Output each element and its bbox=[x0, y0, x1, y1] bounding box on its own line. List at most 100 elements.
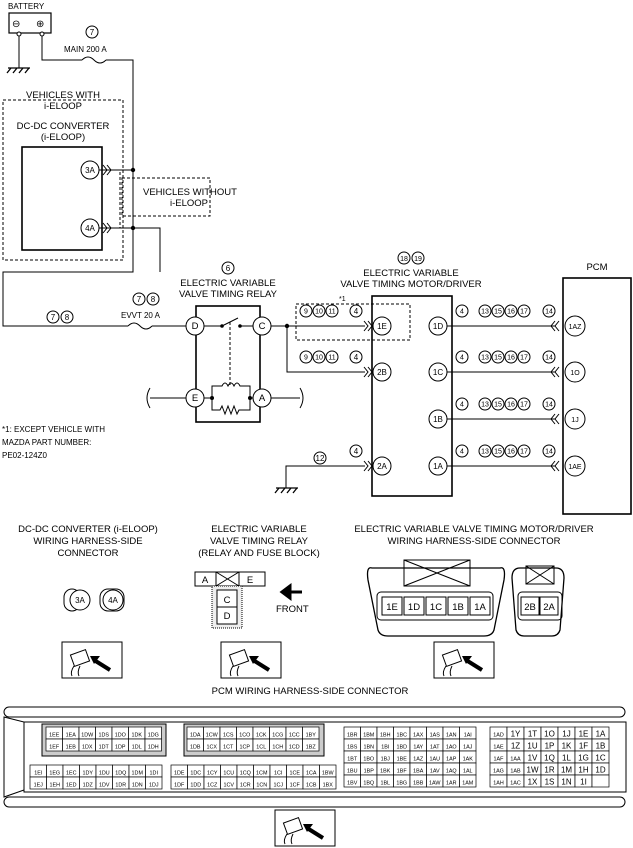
evvt-fuse-label: EVVT 20 A bbox=[121, 311, 161, 320]
pcm-pin-1AG: 1AG bbox=[493, 769, 504, 775]
pcm-pin-1C: 1C bbox=[595, 754, 605, 763]
svg-text:13: 13 bbox=[481, 449, 489, 456]
dcdc-title-line1: DC-DC CONVERTER bbox=[17, 121, 110, 132]
wire-ref-14: 14 bbox=[542, 444, 556, 458]
plug-icon bbox=[220, 641, 282, 679]
pcm-pin-1EB: 1EB bbox=[66, 745, 77, 751]
pcm-box bbox=[562, 277, 632, 515]
pcm-pin-1DR: 1DR bbox=[115, 783, 126, 789]
pcm-pin-1EF: 1EF bbox=[49, 745, 60, 751]
pcm-pin-1DT: 1DT bbox=[99, 745, 110, 751]
pcm-pin-1AZ: 1AZ bbox=[413, 757, 424, 763]
pcm-pin-1BB: 1BB bbox=[413, 781, 424, 787]
pcm-pin-1CF: 1CF bbox=[290, 783, 301, 789]
pcm-pin-1BG: 1BG bbox=[396, 781, 407, 787]
svg-text:10: 10 bbox=[315, 355, 323, 362]
wire-ref-13: 13 bbox=[478, 444, 492, 458]
left-ref-8: 8 bbox=[65, 313, 70, 322]
battery-plus: ⊕ bbox=[36, 19, 44, 30]
pcm-connector-mark bbox=[550, 413, 560, 425]
pcm-pin-1AL: 1AL bbox=[463, 769, 473, 775]
svg-text:2A: 2A bbox=[377, 462, 387, 471]
pcm-pin-1EG: 1EG bbox=[49, 771, 60, 777]
wire-ref-16: 16 bbox=[504, 397, 518, 411]
svg-text:16: 16 bbox=[507, 309, 515, 316]
pcm-pin-1BL: 1BL bbox=[380, 781, 390, 787]
pcm-pin-1AE: 1AE bbox=[493, 745, 504, 751]
svg-text:1E: 1E bbox=[377, 322, 387, 331]
pcm-pin-1CY: 1CY bbox=[207, 771, 218, 777]
pcm-pin-1BS: 1BS bbox=[347, 745, 358, 751]
relay-conn-cell-a: A bbox=[202, 575, 209, 586]
pcm-pin-1J: 1J bbox=[562, 730, 570, 739]
pcm-pin-1DB: 1DB bbox=[190, 745, 201, 751]
motor-conn-pin-box bbox=[539, 596, 559, 616]
pcm-pin-1DK: 1DK bbox=[132, 733, 143, 739]
dcdc-conn-pin-3a: 3A bbox=[75, 596, 85, 605]
pcm-pin-1CI: 1CI bbox=[274, 771, 282, 777]
pcm-pin-1CQ: 1CQ bbox=[240, 771, 251, 777]
svg-text:A: A bbox=[259, 393, 266, 404]
pcm-pin-1ED: 1ED bbox=[66, 783, 77, 789]
motor-title-line2: VALVE TIMING MOTOR/DRIVER bbox=[340, 279, 481, 290]
pcm-pin-1DF: 1DF bbox=[174, 783, 185, 789]
svg-text:9: 9 bbox=[304, 309, 308, 316]
relay-conn-cell-c: C bbox=[224, 595, 231, 606]
pcm-pin-1CC: 1CC bbox=[289, 733, 300, 739]
wire-ref-15: 15 bbox=[491, 444, 505, 458]
pcm-pin-1EE: 1EE bbox=[49, 733, 60, 739]
pcm-pin-1AT: 1AT bbox=[430, 745, 440, 751]
svg-text:16: 16 bbox=[507, 402, 515, 409]
pcm-pin-1BH: 1BH bbox=[380, 733, 391, 739]
ref-4-2a: 4 bbox=[354, 447, 359, 456]
motor-conn-pin-2B: 2B bbox=[524, 602, 536, 613]
relay-conn-title-3: (RELAY AND FUSE BLOCK) bbox=[198, 548, 320, 559]
pcm-pin-1BR: 1BR bbox=[347, 733, 358, 739]
pcm-pin-1BY: 1BY bbox=[306, 733, 317, 739]
pcm-pin-1B: 1B bbox=[596, 742, 606, 751]
pcm-pin-1F: 1F bbox=[579, 742, 588, 751]
pcm-pin-1AI: 1AI bbox=[464, 733, 472, 739]
motor-conn-pin-box bbox=[381, 596, 403, 616]
pcm-pin-1DA: 1DA bbox=[190, 733, 201, 739]
relay-pin-d: D bbox=[185, 316, 205, 336]
battery: BATTERY ⊖ ⊕ bbox=[6, 2, 52, 74]
pcm-pin-1CV: 1CV bbox=[224, 783, 235, 789]
pcm-pin-1CB: 1CB bbox=[306, 783, 317, 789]
pcm-pin-1K: 1K bbox=[562, 742, 572, 751]
pcm-pin-1CU: 1CU bbox=[223, 771, 234, 777]
without-eloop-line1: VEHICLES WITHOUT bbox=[143, 187, 237, 198]
motor-ref-19: 19 bbox=[414, 256, 422, 263]
wire-ref-17: 17 bbox=[517, 397, 531, 411]
pcm-pin-1DV: 1DV bbox=[99, 783, 110, 789]
svg-text:9: 9 bbox=[304, 355, 308, 362]
pcm-pin-1S: 1S bbox=[545, 778, 555, 787]
pcm-pin-1P: 1P bbox=[545, 742, 555, 751]
main-fuse-number: 7 bbox=[90, 28, 95, 37]
pcm-pin-1AR: 1AR bbox=[446, 781, 457, 787]
motor-pin-2b: 2B bbox=[372, 362, 392, 382]
pcm-pin-1CL: 1CL bbox=[256, 745, 266, 751]
pcm-pin-1DL: 1DL bbox=[132, 745, 142, 751]
ground-icon bbox=[274, 487, 298, 494]
relay-box bbox=[195, 305, 261, 423]
main-fuse-icon bbox=[81, 56, 107, 64]
dcdc-converter-box bbox=[21, 146, 103, 251]
wire-ref-9: 9 bbox=[299, 350, 313, 364]
pcm-pin-1DH: 1DH bbox=[148, 745, 159, 751]
dcdc-pin-3a: 3A bbox=[80, 160, 100, 180]
relay-pin-c: C bbox=[252, 316, 272, 336]
pcm-pin-1G: 1G bbox=[578, 754, 589, 763]
motor-pin-2a: 2A bbox=[372, 456, 392, 476]
pcm-pin-1DG: 1DG bbox=[148, 733, 159, 739]
pcm-connector-mark bbox=[550, 366, 560, 378]
pcm-pin-1BN: 1BN bbox=[364, 745, 375, 751]
plug-icon bbox=[61, 641, 123, 679]
wire-ref-14: 14 bbox=[542, 350, 556, 364]
battery-minus: ⊖ bbox=[12, 19, 20, 30]
